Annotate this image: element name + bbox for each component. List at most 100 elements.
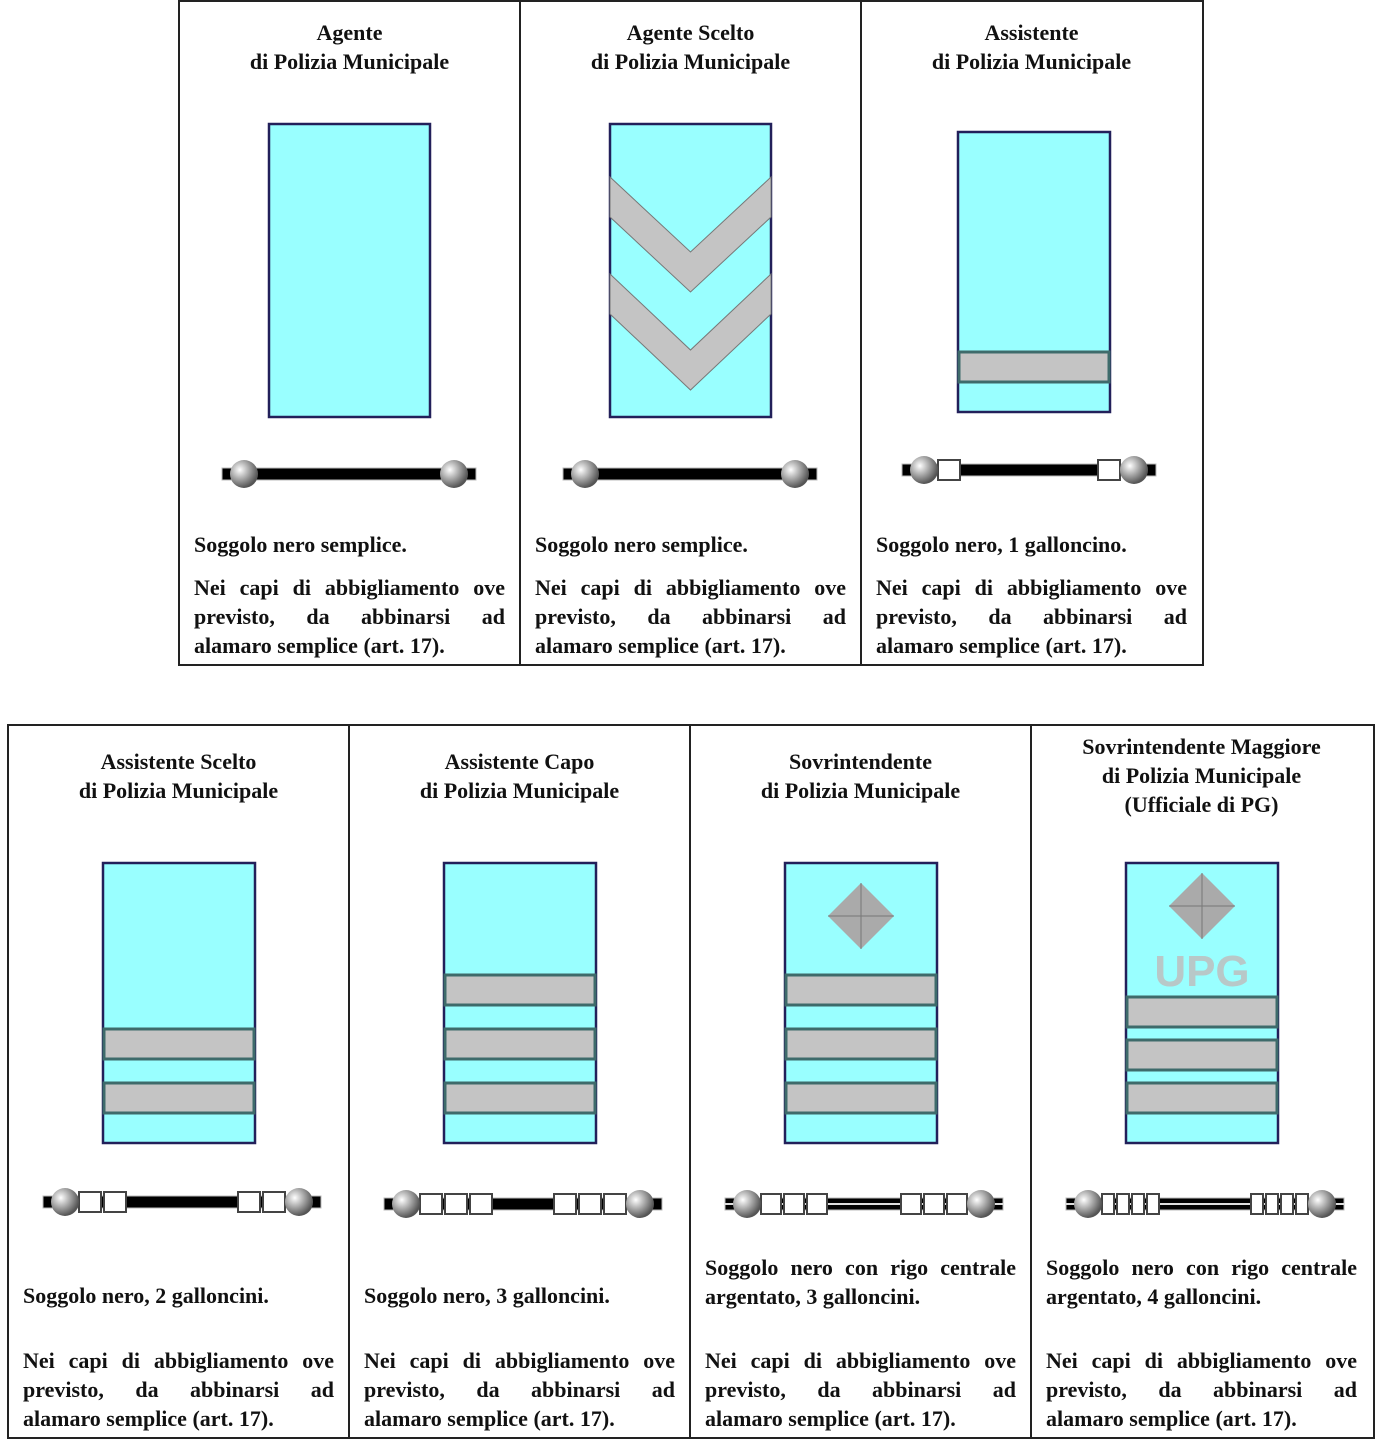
epaulette-insignia — [267, 122, 432, 419]
chinstrap — [724, 1190, 1004, 1218]
galloncino — [262, 1191, 286, 1213]
chinstrap-description: Soggolo nero con rigo centrale argentato… — [1046, 1255, 1357, 1309]
silver-stripe — [1066, 1203, 1344, 1205]
galloncino — [937, 459, 961, 481]
galloncino — [1295, 1193, 1309, 1215]
chinstrap — [562, 460, 818, 488]
galloncino — [1146, 1193, 1160, 1215]
rank-title: Sovrintendente di Polizia Municipale — [691, 747, 1030, 805]
chinstrap-description: Soggolo nero, 1 galloncino. — [876, 532, 1127, 557]
chinstrap-ball — [440, 460, 468, 488]
stripe — [784, 1081, 938, 1115]
chinstrap-ball — [1120, 456, 1148, 484]
rank-title-line: di Polizia Municipale — [78, 778, 279, 803]
galloncino — [444, 1193, 468, 1215]
silver-stripe — [725, 1203, 1003, 1205]
chinstrap-ball — [1074, 1190, 1102, 1218]
usage-note: Nei capi di abbigliamento ove previsto, … — [364, 1348, 675, 1431]
chinstrap-ball — [781, 460, 809, 488]
rank-title: Assistente di Polizia Municipale — [862, 18, 1201, 76]
stripe — [102, 1027, 256, 1061]
rank-title-line: Assistente — [984, 20, 1079, 45]
usage-note: Nei capi di abbigliamento ove previsto, … — [876, 575, 1187, 658]
rank-title-line: di Polizia Municipale — [931, 49, 1132, 74]
chinstrap-description: Soggolo nero semplice. — [535, 532, 748, 557]
chinstrap — [1065, 1190, 1345, 1218]
galloncino — [1097, 459, 1121, 481]
epaulette-insignia — [956, 130, 1112, 414]
galloncino — [923, 1193, 945, 1215]
rank-title-line: di Polizia Municipale — [760, 778, 961, 803]
rank-title-line: Sovrintendente — [789, 749, 932, 774]
galloncino — [1116, 1193, 1130, 1215]
chinstrap-ball — [51, 1188, 79, 1216]
rank-cell: Sovrintendente Maggiore di Polizia Munici… — [1032, 726, 1371, 1437]
rank-title: Agente Scelto di Polizia Municipale — [521, 18, 860, 76]
galloncino — [946, 1193, 968, 1215]
stripe — [784, 973, 938, 1007]
epaulette-insignia — [101, 861, 257, 1145]
galloncino — [237, 1191, 261, 1213]
epaulette-insignia: UPG — [1124, 861, 1280, 1145]
galloncino — [1101, 1193, 1115, 1215]
galloncino — [1280, 1193, 1294, 1215]
chinstrap-ball — [571, 460, 599, 488]
stripe — [1125, 995, 1279, 1029]
chinstrap-ball — [230, 460, 258, 488]
chinstrap — [383, 1190, 663, 1218]
stripe — [784, 1027, 938, 1061]
usage-note: Nei capi di abbigliamento ove previsto, … — [705, 1348, 1016, 1431]
stripe — [102, 1081, 256, 1115]
rank-title: Assistente Scelto di Polizia Municipale — [9, 747, 348, 805]
usage-note: Nei capi di abbigliamento ove previsto, … — [535, 575, 846, 658]
galloncino — [603, 1193, 627, 1215]
rank-title-line: di Polizia Municipale — [590, 49, 791, 74]
galloncino — [1265, 1193, 1279, 1215]
stripe — [1125, 1081, 1279, 1115]
epaulette-insignia — [783, 861, 939, 1145]
chinstrap-description: Soggolo nero, 2 galloncini. — [23, 1283, 269, 1308]
usage-note: Nei capi di abbigliamento ove previsto, … — [194, 575, 505, 658]
galloncino — [469, 1193, 493, 1215]
galloncino — [1131, 1193, 1145, 1215]
galloncino — [900, 1193, 922, 1215]
galloncino — [78, 1191, 102, 1213]
usage-note: Nei capi di abbigliamento ove previsto, … — [23, 1348, 334, 1431]
rank-title-line: Assistente Scelto — [100, 749, 257, 774]
chinstrap-ball — [733, 1190, 761, 1218]
stripe — [957, 350, 1111, 384]
stripe — [1125, 1038, 1279, 1072]
chinstrap — [42, 1188, 322, 1216]
rank-title-line: di Polizia Municipale — [419, 778, 620, 803]
rank-title-line: di Polizia Municipale — [1101, 763, 1302, 788]
usage-note: Nei capi di abbigliamento ove previsto, … — [1046, 1348, 1357, 1431]
rank-title-line: Assistente Capo — [444, 749, 595, 774]
upg-label: UPG — [1154, 947, 1249, 996]
chinstrap-ball — [392, 1190, 420, 1218]
galloncino — [806, 1193, 828, 1215]
chevron — [609, 272, 772, 391]
galloncino — [1250, 1193, 1264, 1215]
chinstrap-description: Soggolo nero semplice. — [194, 532, 407, 557]
chinstrap-description: Soggolo nero, 3 galloncini. — [364, 1283, 610, 1308]
rank-title: Assistente Capo di Polizia Municipale — [350, 747, 689, 805]
galloncino — [783, 1193, 805, 1215]
rank-title-line: (Ufficiale di PG) — [1124, 792, 1279, 817]
rank-title-line: Agente Scelto — [626, 20, 755, 45]
rank-title-line: di Polizia Municipale — [249, 49, 450, 74]
stripe — [443, 973, 597, 1007]
chinstrap — [221, 460, 477, 488]
chinstrap-description: Soggolo nero con rigo centrale argentato… — [705, 1255, 1016, 1309]
epaulette-insignia — [442, 861, 598, 1145]
rank-title-line: Sovrintendente Maggiore — [1082, 734, 1321, 759]
chinstrap-ball — [967, 1190, 995, 1218]
